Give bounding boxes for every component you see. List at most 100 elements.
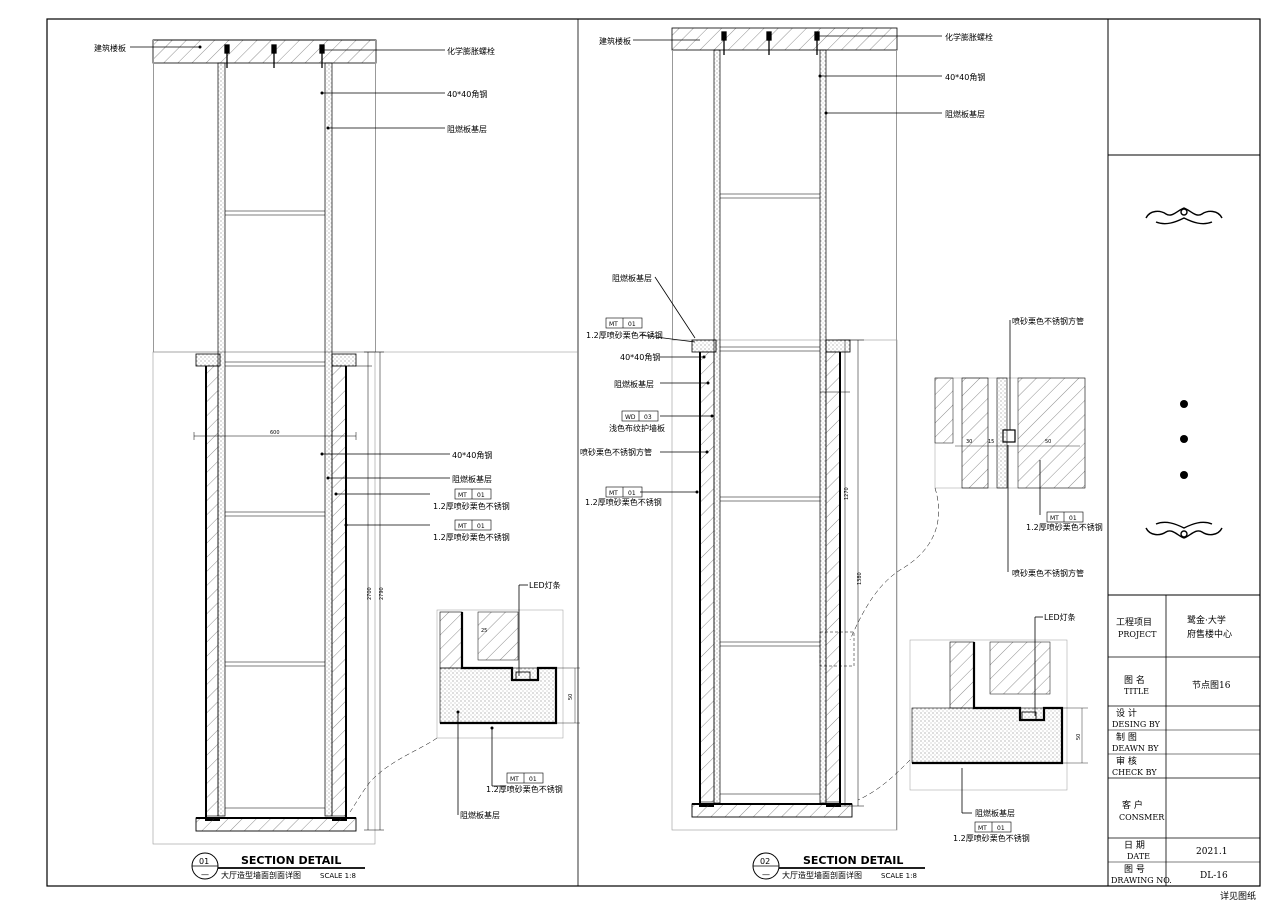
- section-title: SECTION DETAIL: [241, 854, 341, 867]
- tag-number: 01: [477, 492, 485, 499]
- tag-number: 01: [628, 490, 636, 497]
- section-subtitle: 大厅造型墙面剖面详图: [782, 870, 862, 880]
- date-label-en: DATE: [1127, 852, 1150, 861]
- svg-text:—: —: [762, 870, 770, 879]
- drawing-no-label-cn: 图 号: [1124, 864, 1145, 875]
- label-steel-cladding: 1.2厚喷砂栗色不锈钢: [486, 784, 563, 794]
- tag-number: 01: [628, 321, 636, 328]
- tag-code: MT: [609, 490, 618, 497]
- section-01-leaders: [130, 46, 450, 526]
- check-label-cn: 审 核: [1116, 755, 1137, 767]
- label-steel-cladding: 1.2厚喷砂栗色不锈钢: [586, 330, 663, 340]
- label-wood-panel: 浅色布纹护墙板: [609, 423, 665, 433]
- ornament-scroll-bottom: [1145, 521, 1223, 539]
- bullet-dot: [1180, 471, 1188, 479]
- label-fire-retardant-board: 阻燃板基层: [975, 808, 1015, 818]
- tag-code: MT: [978, 825, 987, 832]
- material-tag: MT 01: [974, 821, 1012, 833]
- label-steel-tube: 喷砂栗色不锈钢方管: [1012, 568, 1084, 578]
- label-led-strip: LED灯条: [529, 580, 561, 590]
- section-number: 01: [199, 857, 209, 866]
- section-scale: SCALE 1:8: [881, 872, 917, 880]
- label-fire-retardant-board: 阻燃板基层: [614, 379, 654, 389]
- label-fire-retardant-board: 阻燃板基层: [452, 474, 492, 484]
- section-02-title: 02 — SECTION DETAIL 大厅造型墙面剖面详图 SCALE 1:8: [752, 852, 925, 880]
- title-block: 工程项目 PROJECT 鹭金·大学 府售楼中心 图 名 TITLE 节点图16…: [1108, 154, 1260, 886]
- tag-code: MT: [510, 776, 519, 783]
- title-label-en: TITLE: [1124, 687, 1149, 696]
- title-value: 节点图16: [1192, 680, 1231, 691]
- section-02-drawing: [633, 27, 1088, 831]
- project-label-en: PROJECT: [1118, 630, 1157, 639]
- client-label-cn: 客 户: [1122, 799, 1143, 811]
- label-slab: 建筑楼板: [94, 43, 126, 53]
- label-steel-cladding: 1.2厚喷砂栗色不锈钢: [585, 497, 662, 507]
- dim-depth: 15: [988, 439, 994, 445]
- dim-height: 2700: [367, 587, 373, 600]
- drawing-no-value: DL-16: [1200, 871, 1228, 881]
- label-fire-retardant-board: 阻燃板基层: [447, 124, 487, 134]
- bullet-dot: [1180, 400, 1188, 408]
- dim-depth: 25: [481, 628, 487, 634]
- dim-height: 2790: [379, 587, 385, 600]
- label-angle-steel: 40*40角钢: [452, 450, 492, 460]
- material-tag: MT 01: [1046, 511, 1084, 523]
- drawing-no-label-en: DRAWING NO.: [1111, 876, 1172, 885]
- svg-text:—: —: [201, 870, 209, 879]
- design-label-cn: 设 计: [1116, 707, 1137, 719]
- label-fire-retardant-board: 阻燃板基层: [460, 810, 500, 820]
- section-01-texts: 建筑楼板 化学膨胀螺栓 40*40角钢 阻燃板基层 40*40角钢 阻燃板基层 …: [94, 43, 574, 820]
- dim-depth: 50: [1045, 439, 1051, 445]
- section-number: 02: [760, 857, 770, 866]
- label-steel-tube: 喷砂栗色不锈钢方管: [1012, 316, 1084, 326]
- ornament-scroll-top: [1145, 207, 1223, 225]
- material-tag: MT 01: [605, 317, 643, 329]
- label-fire-retardant-board: 阻燃板基层: [612, 273, 652, 283]
- label-steel-cladding: 1.2厚喷砂栗色不锈钢: [1026, 522, 1103, 532]
- material-tag: MT 01: [454, 519, 492, 531]
- label-angle-steel: 40*40角钢: [447, 89, 487, 99]
- date-label-cn: 日 期: [1124, 840, 1145, 851]
- label-steel-cladding: 1.2厚喷砂栗色不锈钢: [433, 532, 510, 542]
- material-tag: WD 03: [621, 410, 659, 422]
- sheet-border: [46, 18, 1261, 887]
- tag-number: 01: [477, 523, 485, 530]
- label-fire-retardant-board: 阻燃板基层: [945, 109, 985, 119]
- dim-depth: 50: [1076, 734, 1082, 740]
- section-02-texts: 建筑楼板 化学膨胀螺栓 40*40角钢 阻燃板基层 阻燃板基层 MT 01 1.…: [580, 32, 1103, 843]
- tag-code: MT: [609, 321, 618, 328]
- material-tag: MT 01: [506, 772, 544, 784]
- project-value: 鹭金·大学: [1187, 614, 1226, 626]
- design-label-en: DESING BY: [1112, 720, 1161, 729]
- check-label-en: CHECK BY: [1112, 768, 1157, 777]
- label-led-strip: LED灯条: [1044, 612, 1076, 622]
- dim-height: 1380: [857, 572, 863, 585]
- tag-number: 01: [1069, 515, 1077, 522]
- tag-code: WD: [625, 414, 636, 421]
- section-01-drawing: [130, 39, 580, 845]
- label-anchor-bolt: 化学膨胀螺栓: [447, 46, 495, 56]
- tag-code: MT: [458, 523, 467, 530]
- tag-code: MT: [458, 492, 467, 499]
- section-01-title: 01 — SECTION DETAIL 大厅造型墙面剖面详图 SCALE 1:8: [191, 852, 365, 880]
- date-value: 2021.1: [1196, 847, 1228, 857]
- dim-depth: 50: [568, 694, 574, 700]
- bullet-dot: [1180, 435, 1188, 443]
- label-anchor-bolt: 化学膨胀螺栓: [945, 32, 993, 42]
- drawn-label-en: DEAWN BY: [1112, 744, 1159, 753]
- label-slab: 建筑楼板: [599, 36, 631, 46]
- dim-depth: 30: [966, 439, 972, 445]
- section-02-leaders: [633, 35, 942, 493]
- drawn-label-cn: 制 图: [1116, 731, 1137, 743]
- label-angle-steel: 40*40角钢: [620, 352, 660, 362]
- project-label-cn: 工程项目: [1116, 617, 1152, 628]
- dim-height: 1270: [844, 487, 850, 500]
- title-label-cn: 图 名: [1124, 674, 1145, 686]
- sheet-note: 详见图纸: [1220, 890, 1256, 902]
- dim-width: 600: [270, 430, 280, 436]
- tag-code: MT: [1050, 515, 1059, 522]
- project-value: 府售楼中心: [1187, 628, 1232, 640]
- section-title: SECTION DETAIL: [803, 854, 903, 867]
- label-steel-tube: 喷砂栗色不锈钢方管: [580, 447, 652, 457]
